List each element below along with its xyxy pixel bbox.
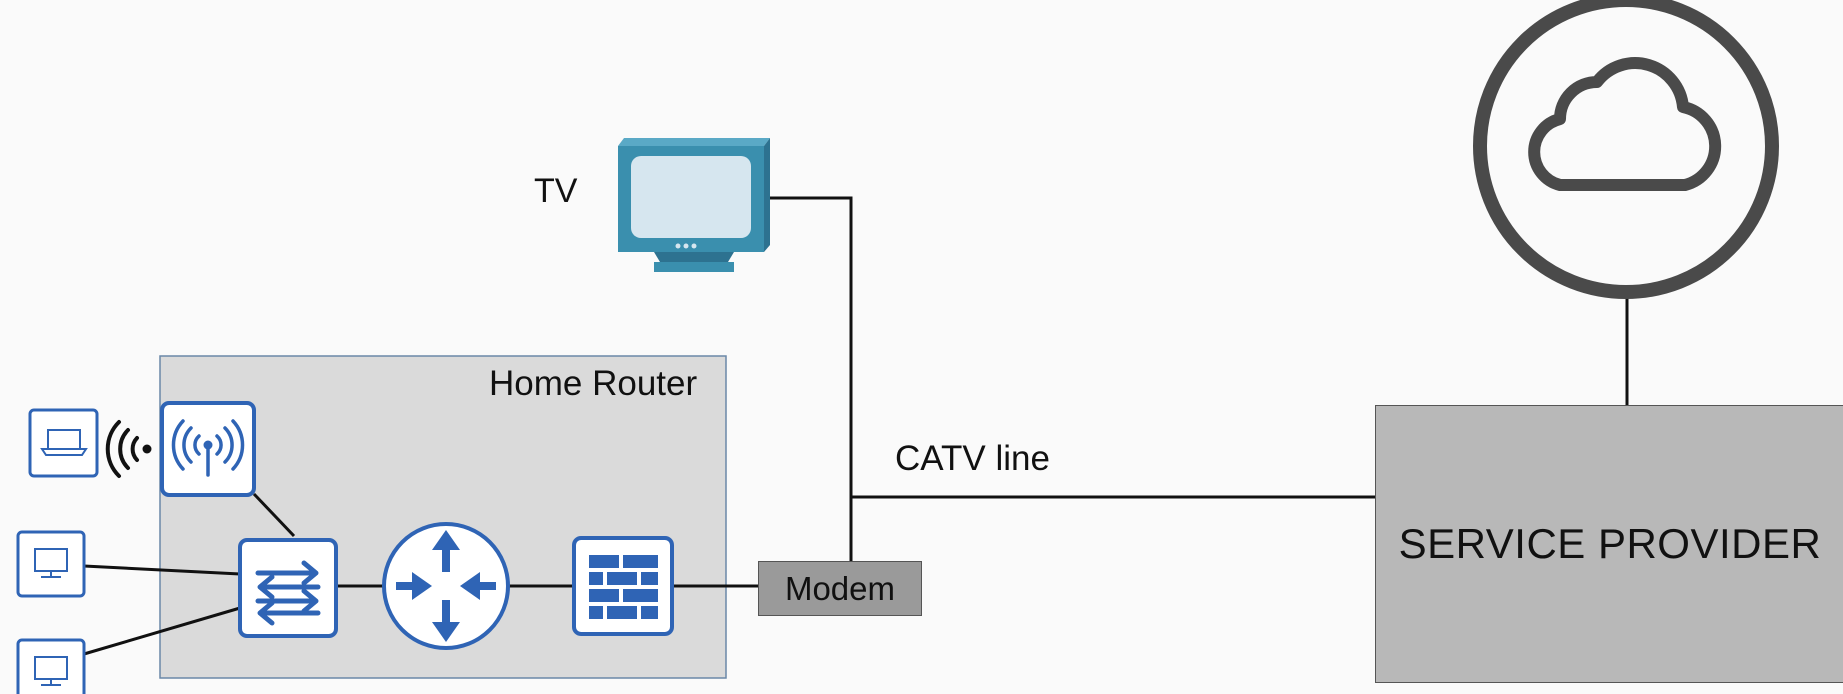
switch-icon [238, 538, 338, 638]
tv-to-modem-link [770, 196, 853, 561]
service-provider-box: SERVICE PROVIDER [1375, 405, 1843, 683]
catv-line-label: CATV line [895, 439, 1050, 478]
wireless-signal-icon [105, 420, 152, 478]
pc2-to-switch-link [83, 606, 241, 656]
router-icon [382, 522, 510, 650]
service-provider-label: SERVICE PROVIDER [1398, 520, 1822, 567]
modem-box: Modem [758, 561, 922, 616]
ap-to-switch-link [252, 492, 296, 538]
wireless-access-point-icon [160, 401, 256, 497]
cloud-icon [1473, 0, 1779, 299]
home-router-label: Home Router [489, 364, 698, 403]
tv-icon [618, 138, 770, 272]
pc-icon [16, 530, 86, 598]
tv-label: TV [534, 172, 578, 210]
firewall-icon [572, 536, 674, 636]
laptop-icon [28, 408, 99, 478]
pc1-to-switch-link [83, 564, 241, 576]
connections [83, 196, 1629, 656]
modem-label: Modem [784, 569, 896, 607]
pc-icon [16, 638, 86, 694]
